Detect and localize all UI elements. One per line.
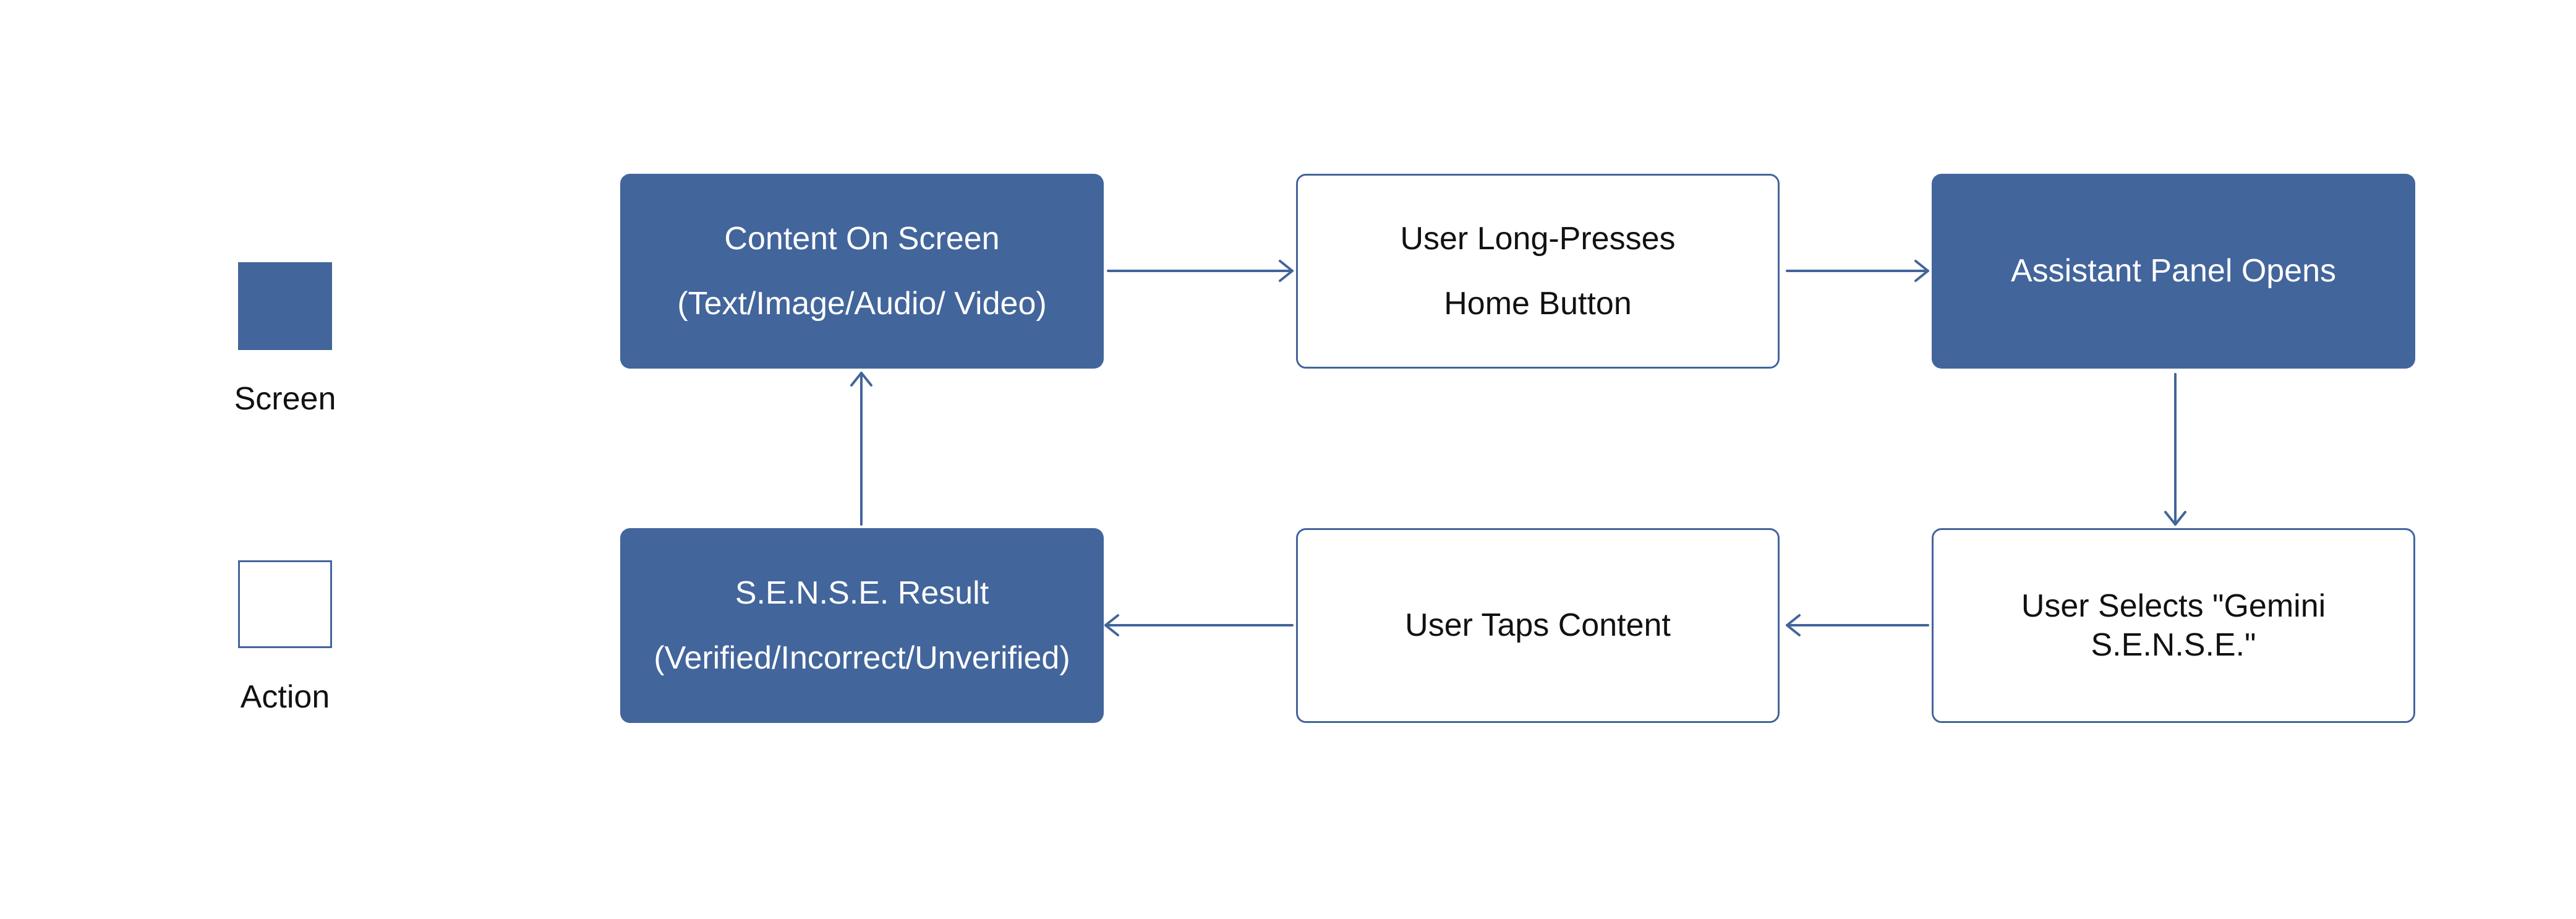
- arrowhead-content-to-longpress: [1279, 260, 1294, 282]
- legend-screen-label: Screen: [234, 381, 336, 417]
- node-user-long-presses-line2: Home Button: [1444, 285, 1632, 322]
- node-sense-result-subtitle: (Verified/Incorrect/Unverified): [654, 639, 1070, 676]
- node-user-long-presses: User Long-Presses Home Button: [1296, 174, 1780, 369]
- node-sense-result-title: S.E.N.S.E. Result: [735, 575, 989, 612]
- legend-action-label: Action: [240, 679, 330, 715]
- node-user-selects-gemini-line2: S.E.N.S.E.": [2091, 626, 2256, 663]
- node-user-long-presses-line1: User Long-Presses: [1400, 221, 1676, 257]
- arrowhead-assistant-to-selects: [2164, 511, 2186, 526]
- arrowhead-selects-to-taps: [1786, 614, 1801, 636]
- node-assistant-panel-opens: Assistant Panel Opens: [1932, 174, 2415, 369]
- node-content-on-screen-subtitle: (Text/Image/Audio/ Video): [677, 285, 1047, 322]
- node-assistant-panel-opens-title: Assistant Panel Opens: [2010, 253, 2337, 289]
- node-user-selects-gemini: User Selects "Gemini S.E.N.S.E.": [1932, 528, 2415, 723]
- arrowhead-taps-to-result: [1104, 614, 1119, 636]
- legend-screen-swatch: [238, 262, 332, 350]
- arrowhead-result-to-content: [850, 372, 872, 387]
- node-sense-result: S.E.N.S.E. Result (Verified/Incorrect/Un…: [620, 528, 1104, 723]
- legend-action-swatch: [238, 560, 332, 648]
- arrowhead-longpress-to-assistant: [1914, 260, 1929, 282]
- node-content-on-screen-title: Content On Screen: [724, 221, 1000, 257]
- node-user-taps-content: User Taps Content: [1296, 528, 1780, 723]
- node-user-taps-content-title: User Taps Content: [1405, 607, 1671, 644]
- node-user-selects-gemini-line1: User Selects "Gemini: [2021, 588, 2326, 625]
- node-content-on-screen: Content On Screen (Text/Image/Audio/ Vid…: [620, 174, 1104, 369]
